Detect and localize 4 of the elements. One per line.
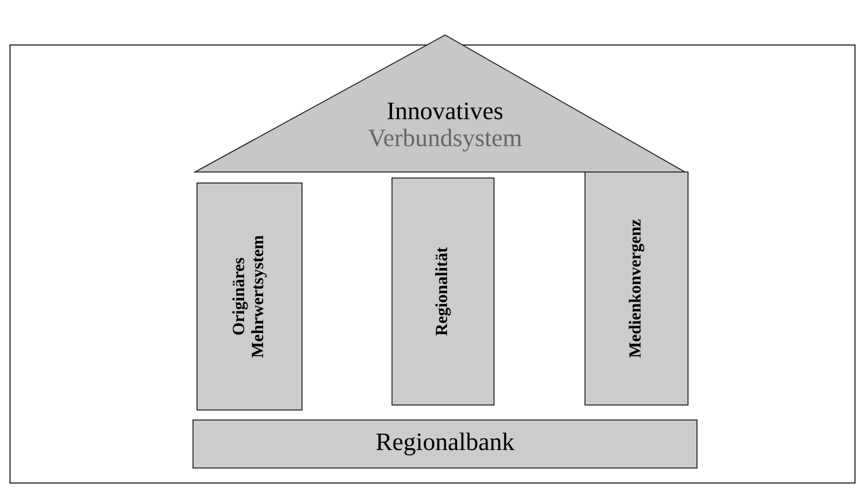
- pillar-box: Medienkonvergenz: [584, 172, 688, 406]
- pillar-box: Originäres Mehrwertsystem: [196, 182, 302, 410]
- base-bar: Regionalbank: [192, 420, 698, 468]
- pillar-box: Regionalität: [392, 178, 494, 406]
